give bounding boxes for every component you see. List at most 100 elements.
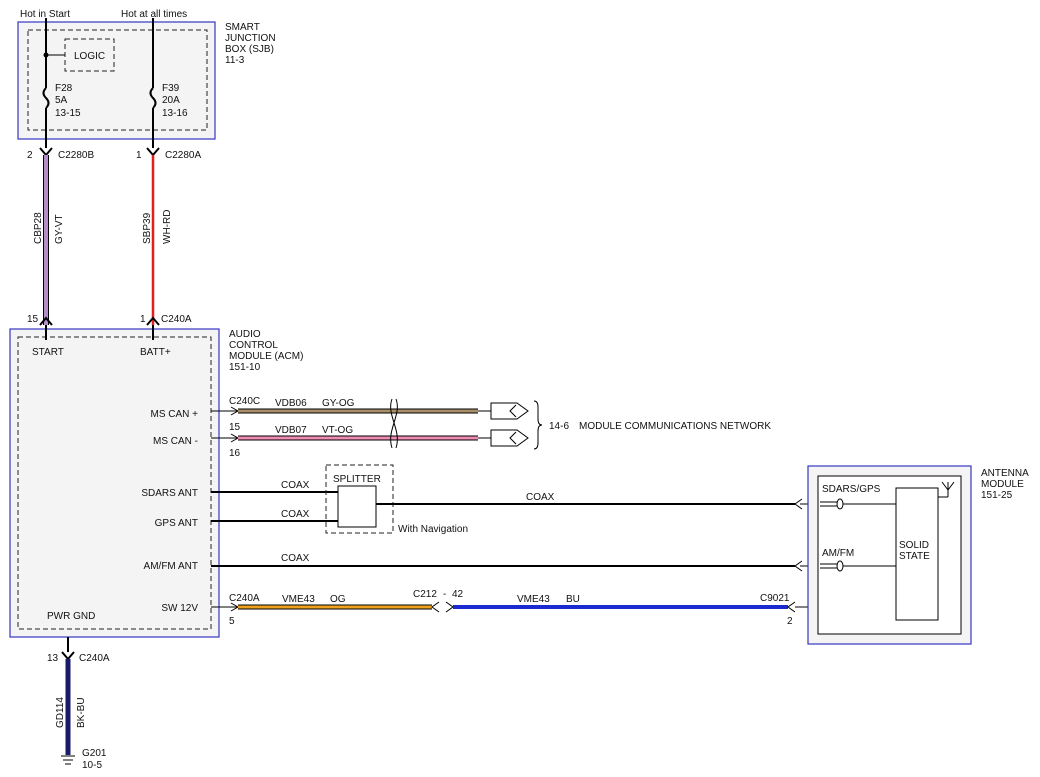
hot-at-all-times-label: Hot at all times	[121, 9, 187, 20]
connector-chevron-icon	[39, 316, 53, 326]
svg-text:5A: 5A	[55, 95, 68, 106]
pin-number: 1	[136, 150, 142, 161]
pin-number: 42	[452, 589, 464, 600]
audio-control-module: 15 1 C240A AUDIO CONTROL MODULE (ACM) 15…	[9, 314, 303, 638]
fuse-f39-label: F39	[162, 83, 180, 94]
svg-text:-: -	[443, 589, 446, 600]
logic-label: LOGIC	[74, 51, 105, 62]
svg-text:MODULE: MODULE	[981, 479, 1024, 490]
coax-label: COAX	[281, 553, 310, 564]
fuse-f28-icon	[42, 87, 50, 109]
connector-chevron-icon	[146, 147, 160, 157]
svg-text:11-3: 11-3	[225, 55, 245, 66]
acm-outline	[9, 328, 220, 638]
antenna-module-title: ANTENNA MODULE 151-25	[981, 468, 1029, 501]
wire-color-label: BU	[566, 594, 580, 605]
connector-id: C2280B	[58, 150, 94, 161]
smart-junction-box: Hot in Start Hot at all times SMART JUNC…	[17, 9, 276, 161]
connector-chevron-icon	[39, 147, 53, 157]
wire-circuit-label: SBP39	[142, 212, 153, 244]
ms-can-minus-label: MS CAN -	[153, 436, 198, 447]
connector-id: C240A	[229, 593, 260, 604]
connector-id: C240A	[161, 314, 192, 325]
network-ref: 14-6	[549, 421, 569, 432]
ground-circuit: 13 C240A GD114 BK-BU G201 10-5	[47, 637, 110, 771]
sw12v-circuit: C240A 5 VME43 OG C212 - 42 VME43 BU C902…	[211, 589, 896, 627]
fuse-f39-icon	[149, 87, 157, 109]
ms-can-network: C240C 15 16 VDB06 GY-OG VDB07 VT-OG 14-6…	[211, 396, 771, 459]
network-bracket	[533, 400, 543, 450]
wire-color-label: BK-BU	[76, 697, 87, 728]
gps-ant-label: GPS ANT	[155, 518, 198, 529]
svg-text:MODULE (ACM): MODULE (ACM)	[229, 351, 303, 362]
pin-number: 2	[787, 616, 793, 627]
splitter-label: SPLITTER	[333, 474, 381, 485]
pin-number: 15	[27, 314, 39, 325]
svg-text:SMART: SMART	[225, 22, 260, 33]
start-pin-label: START	[32, 347, 64, 358]
splitter-outline	[325, 464, 394, 534]
connector-id: C240A	[79, 653, 110, 664]
wire-color-label: VT-OG	[322, 425, 353, 436]
sjb-inner-outline	[27, 29, 208, 131]
pin-number: 5	[229, 616, 235, 627]
wire-color-label: OG	[330, 594, 346, 605]
svg-text:AUDIO: AUDIO	[229, 329, 261, 340]
connector-arrow-icon	[787, 601, 796, 613]
svg-text:BOX (SJB): BOX (SJB)	[225, 44, 274, 55]
amfm-ant-label: AM/FM ANT	[144, 561, 198, 572]
wire-sbp39: SBP39 WH-RD	[142, 155, 173, 325]
coax-label: COAX	[526, 492, 555, 503]
svg-text:20A: 20A	[162, 95, 180, 106]
connector-arrow-icon	[445, 601, 454, 613]
solid-state-block	[895, 487, 939, 621]
wire-circuit-label: VME43	[517, 594, 550, 605]
connector-id: C240C	[229, 396, 260, 407]
solid-state-label: SOLID	[899, 540, 929, 551]
svg-text:JUNCTION: JUNCTION	[225, 33, 276, 44]
svg-text:CONTROL: CONTROL	[229, 340, 278, 351]
wire-circuit-label: CBP28	[33, 212, 44, 244]
connector-chevron-icon	[61, 651, 75, 661]
connector-chevron-icon	[146, 316, 160, 326]
connector-arrow-icon	[794, 498, 803, 510]
wire-circuit-label: VDB06	[275, 398, 307, 409]
acm-inner-outline	[17, 336, 212, 630]
connector-arrow-icon	[431, 601, 440, 613]
fuse-f28-label: F28	[55, 83, 73, 94]
pwr-gnd-label: PWR GND	[47, 611, 95, 622]
svg-text:ANTENNA: ANTENNA	[981, 468, 1029, 479]
sw12v-label: SW 12V	[161, 603, 198, 614]
sdars-ant-label: SDARS ANT	[141, 488, 198, 499]
pin-number: 16	[229, 448, 241, 459]
ground-id: G201	[82, 748, 107, 759]
ms-can-plus-label: MS CAN +	[150, 409, 198, 420]
coax-label: COAX	[281, 480, 310, 491]
sjb-title: SMART JUNCTION BOX (SJB) 11-3	[225, 22, 276, 66]
pin-number: 13	[47, 653, 59, 664]
amfm-label: AM/FM	[822, 548, 854, 559]
splitter-note: With Navigation	[398, 524, 468, 535]
connector-arrow-icon	[794, 560, 803, 572]
coax-terminal-icon	[820, 498, 896, 510]
svg-text:STATE: STATE	[899, 551, 930, 562]
svg-text:13-16: 13-16	[162, 108, 188, 119]
splitter-block	[337, 485, 377, 528]
wire-cbp28: CBP28 GY-VT	[33, 155, 65, 325]
batt-pin-label: BATT+	[140, 347, 171, 358]
ground-ref: 10-5	[82, 760, 102, 771]
hot-in-start-label: Hot in Start	[20, 9, 70, 20]
connector-id: C212	[413, 589, 437, 600]
pin-number: 15	[229, 422, 241, 433]
acm-title: AUDIO CONTROL MODULE (ACM) 151-10	[229, 329, 303, 373]
coax-terminal-icon	[820, 560, 896, 572]
wire-color-label: WH-RD	[162, 210, 173, 244]
sjb-outline	[17, 21, 216, 140]
wire-circuit-label: GD114	[55, 697, 66, 728]
antenna-coax-circuits: COAX COAX SPLITTER With Navigation COAX …	[211, 464, 820, 572]
svg-text:13-15: 13-15	[55, 108, 81, 119]
wire-circuit-label: VME43	[282, 594, 315, 605]
pin-number: 1	[140, 314, 146, 325]
wire-color-label: GY-VT	[54, 214, 65, 244]
